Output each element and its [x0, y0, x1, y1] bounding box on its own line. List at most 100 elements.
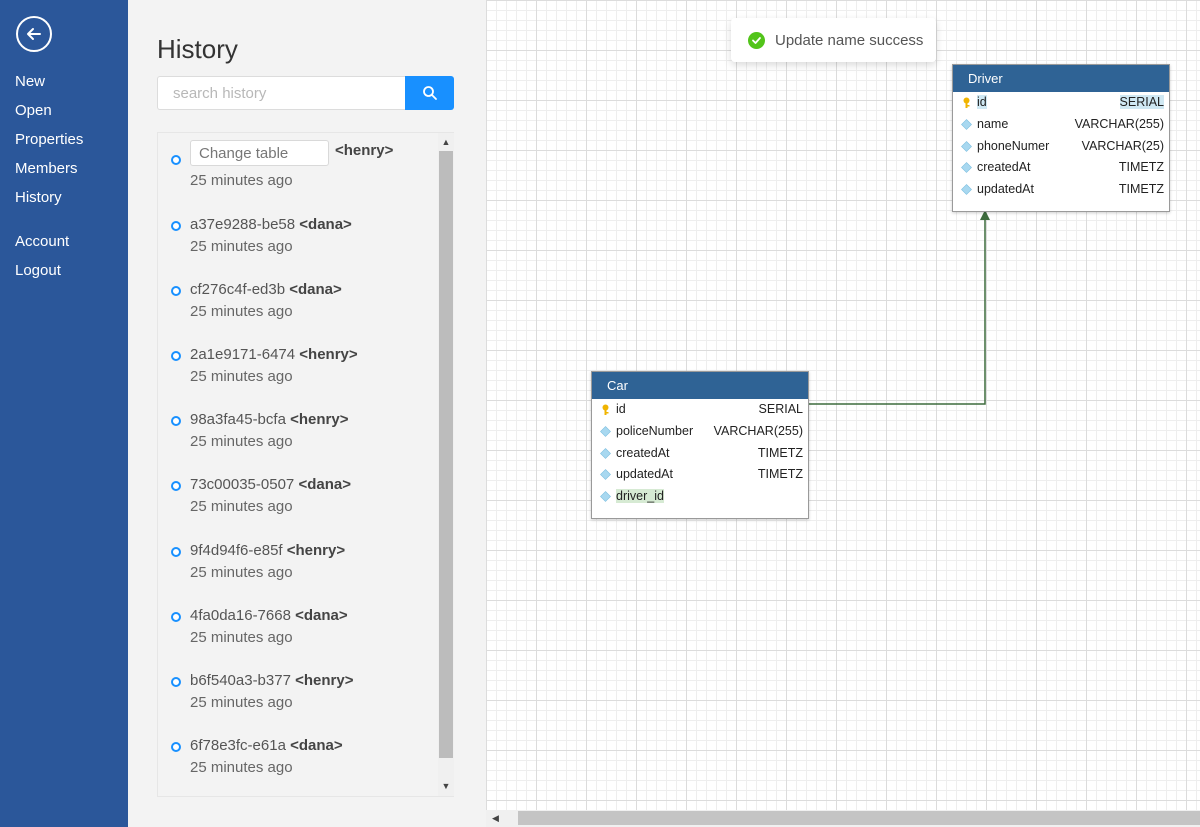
history-scrollbar[interactable]: ▲ ▼ — [438, 133, 454, 796]
table-column-row[interactable]: updatedAt TIMETZ — [953, 179, 1169, 201]
history-user: <dana> — [298, 476, 351, 493]
diamond-icon — [961, 162, 972, 174]
timeline-dot-icon — [171, 351, 181, 361]
column-type: SERIAL — [1119, 95, 1164, 109]
scroll-up-icon[interactable]: ▲ — [441, 137, 451, 147]
table-column-row[interactable]: policeNumber VARCHAR(255) — [592, 421, 808, 443]
history-item[interactable]: 2a1e9171-6474 <henry> 25 minutes ago — [158, 346, 428, 396]
table-column-row[interactable]: phoneNumer VARCHAR(25) — [953, 136, 1169, 158]
column-name: updatedAt — [977, 182, 1034, 197]
history-item-current[interactable]: <henry> 25 minutes ago — [158, 140, 428, 200]
column-type: VARCHAR(25) — [1081, 138, 1164, 153]
history-user: <henry> — [295, 672, 354, 689]
history-user: <henry> — [286, 542, 346, 559]
column-name: driver_id — [616, 489, 664, 504]
table-column-row[interactable]: driver_id — [592, 486, 808, 508]
history-time: 25 minutes ago — [190, 759, 293, 776]
history-item[interactable]: b6f540a3-b377 <henry> 25 minutes ago — [158, 672, 428, 722]
history-time: 25 minutes ago — [190, 694, 293, 711]
table-header[interactable]: Car — [592, 372, 808, 399]
scrollbar-thumb[interactable] — [518, 811, 1200, 825]
nav-account[interactable]: Account — [15, 233, 70, 250]
table-column-row[interactable]: updatedAt TIMETZ — [592, 464, 808, 486]
table-header[interactable]: Driver — [953, 65, 1169, 92]
history-id: b6f540a3-b377 — [190, 672, 291, 689]
driver-table[interactable]: Driver id SERIAL name VARCHAR(255) phone… — [952, 64, 1170, 212]
diamond-icon — [600, 469, 611, 481]
nav-members[interactable]: Members — [15, 160, 78, 177]
scrollbar-thumb[interactable] — [439, 151, 453, 758]
timeline-dot-icon — [171, 612, 181, 622]
scroll-left-icon[interactable]: ◀ — [492, 813, 499, 823]
history-user: <dana> — [299, 216, 352, 233]
timeline-dot-icon — [171, 481, 181, 491]
history-item[interactable]: 98a3fa45-bcfa <henry> 25 minutes ago — [158, 411, 428, 461]
timeline-dot-icon — [171, 286, 181, 296]
search-history-input[interactable] — [157, 76, 405, 110]
history-user: <dana> — [295, 607, 348, 624]
column-name: policeNumber — [616, 423, 694, 438]
history-id: cf276c4f-ed3b — [190, 281, 286, 298]
history-name-input[interactable] — [190, 140, 329, 166]
history-item[interactable]: 73c00035-0507 <dana> 25 minutes ago — [158, 476, 428, 526]
history-user: <henry> — [299, 346, 358, 363]
history-time: 25 minutes ago — [190, 303, 293, 320]
history-item[interactable]: cf276c4f-ed3b <dana> 25 minutes ago — [158, 281, 428, 331]
scroll-down-icon[interactable]: ▼ — [441, 781, 451, 791]
history-item[interactable]: 9f4d94f6-e85f <henry> 25 minutes ago — [158, 542, 428, 592]
column-name: createdAt — [977, 160, 1031, 175]
history-time: 25 minutes ago — [190, 564, 293, 581]
history-time: 25 minutes ago — [190, 433, 293, 450]
timeline-dot-icon — [171, 742, 181, 752]
diamond-icon — [961, 140, 972, 152]
history-title: History — [157, 34, 238, 64]
arrow-left-icon — [27, 28, 41, 40]
history-time: 25 minutes ago — [190, 629, 293, 646]
diamond-icon — [961, 184, 972, 196]
history-time: 25 minutes ago — [190, 498, 293, 515]
check-circle-icon — [748, 31, 765, 49]
history-id: 2a1e9171-6474 — [190, 346, 296, 363]
history-id: 6f78e3fc-e61a — [190, 737, 286, 754]
column-name: name — [977, 116, 1009, 131]
history-user: <henry> — [335, 142, 394, 159]
toast-message: Update name success — [775, 31, 924, 49]
history-id: 9f4d94f6-e85f — [190, 542, 283, 559]
history-time: 25 minutes ago — [190, 238, 293, 255]
table-column-row[interactable]: name VARCHAR(255) — [953, 114, 1169, 136]
table-column-row[interactable]: id SERIAL — [953, 92, 1169, 114]
diamond-icon — [600, 447, 611, 459]
history-item[interactable]: a37e9288-be58 <dana> 25 minutes ago — [158, 216, 428, 266]
history-id: a37e9288-be58 — [190, 216, 296, 233]
nav-open[interactable]: Open — [15, 102, 52, 119]
diamond-icon — [600, 425, 611, 437]
nav-new[interactable]: New — [15, 73, 46, 90]
history-panel: History <henry> 25 minutes ago a37e9288-… — [128, 0, 486, 827]
table-column-row[interactable]: createdAt TIMETZ — [953, 157, 1169, 179]
column-name: createdAt — [616, 445, 670, 460]
history-user: <henry> — [290, 411, 349, 428]
back-button[interactable] — [16, 16, 52, 52]
table-column-row[interactable]: createdAt TIMETZ — [592, 443, 808, 465]
column-type: SERIAL — [758, 402, 803, 416]
nav-logout[interactable]: Logout — [15, 262, 61, 279]
table-column-row[interactable]: id SERIAL — [592, 399, 808, 421]
canvas-horizontal-scrollbar[interactable]: ◀ — [486, 810, 1200, 827]
column-type: VARCHAR(255) — [1074, 116, 1164, 131]
search-button[interactable] — [405, 76, 454, 110]
left-nav: New Open Properties Members History Acco… — [0, 0, 128, 827]
nav-properties[interactable]: Properties — [15, 131, 84, 148]
success-toast: Update name success — [731, 18, 936, 62]
car-table[interactable]: Car id SERIAL policeNumber VARCHAR(255) … — [591, 371, 809, 519]
search-icon — [422, 86, 437, 100]
history-user: <dana> — [289, 281, 342, 298]
timeline-dot-icon — [171, 677, 181, 687]
history-item[interactable]: 6f78e3fc-e61a <dana> 25 minutes ago — [158, 737, 428, 787]
diamond-icon — [600, 491, 611, 503]
timeline-dot-icon — [171, 221, 181, 231]
column-type: TIMETZ — [1118, 182, 1164, 197]
column-name: id — [616, 402, 626, 416]
column-type: TIMETZ — [1118, 160, 1164, 175]
history-item[interactable]: 4fa0da16-7668 <dana> 25 minutes ago — [158, 607, 428, 657]
nav-history[interactable]: History — [15, 189, 62, 206]
